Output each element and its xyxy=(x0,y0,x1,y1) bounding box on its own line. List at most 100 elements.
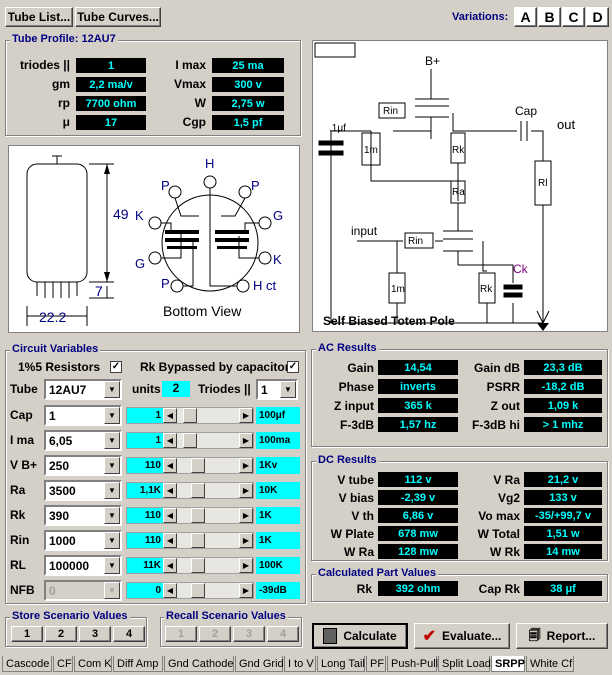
circuit-select-rk[interactable]: 390▼ xyxy=(44,505,122,526)
slider-right-arrow-icon[interactable]: ▶ xyxy=(239,558,253,573)
evaluate-button[interactable]: ✔Evaluate... xyxy=(414,623,510,649)
slider-thumb[interactable] xyxy=(183,408,197,423)
ac-value-left: 1,57 hz xyxy=(378,417,458,432)
slider-thumb[interactable] xyxy=(191,583,205,598)
tab-gnd-cathode[interactable]: Gnd Cathode xyxy=(164,656,234,672)
tab-i-to-v[interactable]: I to V xyxy=(284,656,316,672)
ac-value-right: > 1 mhz xyxy=(524,417,602,432)
chevron-down-icon[interactable]: ▼ xyxy=(104,457,120,474)
tube-list-button[interactable]: Tube List... xyxy=(5,7,73,27)
circuit-slider-i-ma[interactable]: 1◀▶ xyxy=(126,432,254,449)
tab-gnd-grid[interactable]: Gnd Grid xyxy=(235,656,284,672)
profile-label-right: Vmax xyxy=(173,77,206,91)
calculate-button[interactable]: Calculate xyxy=(312,623,408,649)
circuit-slider-v-b+[interactable]: 110◀ ▶ xyxy=(126,457,254,474)
circuit-select-ra[interactable]: 3500▼ xyxy=(44,480,122,501)
tab-white-cf[interactable]: White Cf xyxy=(526,656,574,672)
slider-value: 110 xyxy=(127,458,163,473)
pin-label-g-right: G xyxy=(273,208,283,223)
chevron-down-icon[interactable]: ▼ xyxy=(104,507,120,524)
chevron-down-icon[interactable]: ▼ xyxy=(104,532,120,549)
slider-left-arrow-icon[interactable]: ◀ xyxy=(163,558,177,573)
triodes-select[interactable]: 1▼ xyxy=(256,379,298,400)
tube-select[interactable]: 12AU7▼ xyxy=(44,379,122,400)
chevron-down-icon[interactable]: ▼ xyxy=(104,482,120,499)
tab-pf[interactable]: PF xyxy=(366,656,386,672)
circuit-unit-nfb: -39dB xyxy=(256,582,300,599)
chevron-down-icon[interactable]: ▼ xyxy=(104,432,120,449)
slider-right-arrow-icon[interactable]: ▶ xyxy=(239,508,253,523)
circuit-select-rin[interactable]: 1000▼ xyxy=(44,530,122,551)
tab-long-tail[interactable]: Long Tail xyxy=(317,656,365,672)
circuit-select-rl[interactable]: 100000▼ xyxy=(44,555,122,576)
circuit-schematic: B+ Rin Cap out .1μf 1m Rk Ra Rl input Ri… xyxy=(314,42,575,331)
circuit-slider-rl[interactable]: 11K◀▶ xyxy=(126,557,254,574)
rk-bypassed-checkbox[interactable]: ✓ xyxy=(287,361,299,373)
schematic-bplus-label: B+ xyxy=(425,54,440,68)
circuit-label-cap: Cap xyxy=(10,408,33,422)
schematic-cap-label: Cap xyxy=(515,104,537,118)
slider-left-arrow-icon[interactable]: ◀ xyxy=(163,408,177,423)
circuit-slider-rk[interactable]: 110◀▶ xyxy=(126,507,254,524)
circuit-select-v-b+[interactable]: 250▼ xyxy=(44,455,122,476)
variation-b-button[interactable]: B xyxy=(538,7,561,27)
circuit-slider-rin[interactable]: 110◀▶ xyxy=(126,532,254,549)
circuit-slider-cap[interactable]: 1◀▶ xyxy=(126,407,254,424)
tab-diff-amp[interactable]: Diff Amp xyxy=(113,656,163,672)
slider-right-arrow-icon[interactable]: ▶ xyxy=(239,533,253,548)
variation-c-button[interactable]: C xyxy=(562,7,585,27)
recall-scenario-3-button[interactable]: 3 xyxy=(233,626,265,642)
chevron-down-icon[interactable]: ▼ xyxy=(104,381,120,398)
variation-d-button[interactable]: D xyxy=(586,7,609,27)
tab-split-load[interactable]: Split Load xyxy=(438,656,491,672)
tab-push-pull[interactable]: Push-Pull xyxy=(387,656,438,672)
slider-thumb[interactable] xyxy=(191,533,205,548)
dc-label-left: W Plate xyxy=(330,527,374,541)
store-scenario-2-button[interactable]: 2 xyxy=(45,626,77,642)
tab-cf[interactable]: CF xyxy=(53,656,73,672)
circuit-slider-ra[interactable]: 1,1K◀▶ xyxy=(126,482,254,499)
tab-com-k[interactable]: Com K xyxy=(74,656,112,672)
store-scenario-3-button[interactable]: 3 xyxy=(79,626,111,642)
slider-left-arrow-icon[interactable]: ◀ xyxy=(163,533,177,548)
slider-right-arrow-icon[interactable]: ▶ xyxy=(239,408,253,423)
store-scenario-4-button[interactable]: 4 xyxy=(113,626,145,642)
slider-left-arrow-icon[interactable]: ◀ xyxy=(163,583,177,598)
chevron-down-icon[interactable]: ▼ xyxy=(104,582,120,599)
tube-curves-button[interactable]: Tube Curves... xyxy=(75,7,161,27)
ac-label-right: PSRR xyxy=(486,380,520,394)
chevron-down-icon[interactable]: ▼ xyxy=(104,557,120,574)
variation-a-button[interactable]: A xyxy=(514,7,537,27)
store-scenario-1-button[interactable]: 1 xyxy=(11,626,43,642)
circuit-slider-nfb[interactable]: 0◀▶ xyxy=(126,582,254,599)
circuit-select-nfb[interactable]: 0▼ xyxy=(44,580,122,601)
slider-thumb[interactable] xyxy=(191,483,205,498)
slider-left-arrow-icon[interactable]: ◀ xyxy=(163,483,177,498)
chevron-down-icon[interactable]: ▼ xyxy=(104,407,120,424)
slider-right-arrow-icon[interactable]: ▶ xyxy=(239,433,253,448)
profile-value-right: 1,5 pf xyxy=(212,115,284,130)
chevron-down-icon[interactable]: ▼ xyxy=(280,381,296,398)
slider-thumb[interactable] xyxy=(183,433,197,448)
slider-thumb[interactable] xyxy=(191,508,205,523)
slider-left-arrow-icon[interactable]: ◀ xyxy=(163,508,177,523)
circuit-select-i-ma[interactable]: 6,05▼ xyxy=(44,430,122,451)
slider-thumb[interactable] xyxy=(191,458,205,473)
circuit-label-rk: Rk xyxy=(10,508,26,522)
recall-scenario-1-button[interactable]: 1 xyxy=(165,626,197,642)
recall-scenario-2-button[interactable]: 2 xyxy=(199,626,231,642)
slider-right-arrow-icon[interactable]: ▶ xyxy=(239,458,253,473)
report-button[interactable]: 🗐Report... xyxy=(516,623,608,649)
circuit-select-cap[interactable]: 1▼ xyxy=(44,405,122,426)
schematic-1m-label: 1m xyxy=(364,145,378,156)
recall-scenario-4-button[interactable]: 4 xyxy=(267,626,299,642)
resistors-185-checkbox[interactable]: ✓ xyxy=(110,361,122,373)
tab-srpp[interactable]: SRPP xyxy=(491,656,525,672)
tab-cascode[interactable]: Cascode xyxy=(2,656,52,672)
slider-right-arrow-icon[interactable]: ▶ xyxy=(239,583,253,598)
slider-right-arrow-icon[interactable]: ▶ xyxy=(239,483,253,498)
slider-thumb[interactable] xyxy=(191,558,205,573)
dc-value-left: 112 v xyxy=(378,472,458,487)
slider-left-arrow-icon[interactable]: ◀ xyxy=(163,433,177,448)
slider-left-arrow-icon[interactable]: ◀ xyxy=(163,458,177,473)
